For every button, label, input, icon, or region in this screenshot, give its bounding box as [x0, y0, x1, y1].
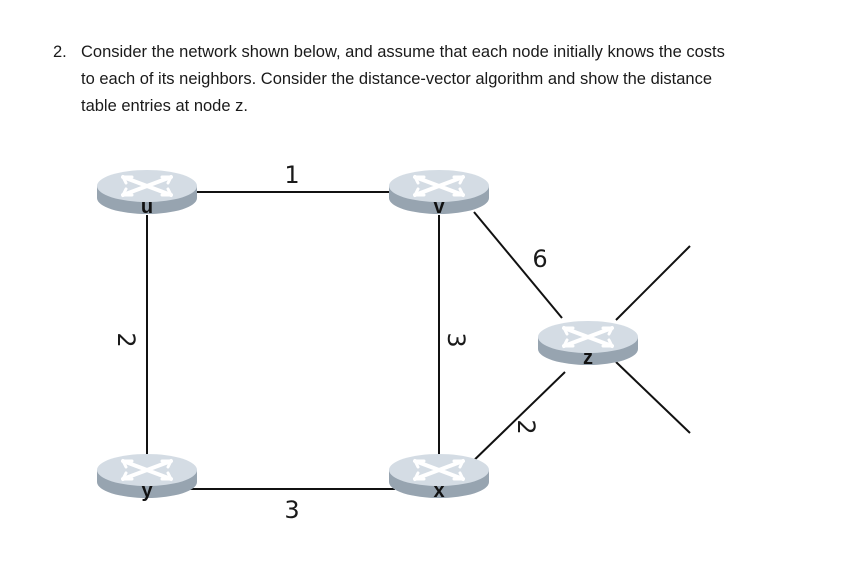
router-u: u: [95, 168, 199, 218]
question-number: 2.: [53, 43, 67, 61]
router-y: y: [95, 452, 199, 502]
question-line-1: Consider the network shown below, and as…: [81, 43, 725, 61]
cost-y-x: 3: [284, 496, 299, 524]
link-v-z: [473, 211, 563, 319]
cost-v-x: 3: [442, 332, 470, 347]
link-x-z: [465, 371, 566, 469]
node-label-x: x: [433, 480, 444, 502]
cost-u-y: 2: [112, 332, 140, 347]
cost-v-z: 6: [532, 245, 547, 273]
cost-x-z: 2: [512, 419, 540, 434]
cost-u-v: 1: [284, 161, 299, 189]
link-z-out-lower: [615, 361, 691, 434]
link-z-out-upper: [615, 245, 691, 321]
router-v: v: [387, 168, 491, 218]
node-label-v: v: [433, 196, 445, 218]
question-line-3: table entries at node z.: [81, 97, 248, 115]
node-label-z: z: [583, 347, 593, 369]
router-z: z: [536, 319, 640, 369]
node-label-y: y: [141, 480, 153, 502]
node-label-u: u: [141, 196, 153, 218]
question-line-2: to each of its neighbors. Consider the d…: [81, 70, 713, 88]
router-x: x: [387, 452, 491, 502]
question-body: Consider the network shown below, and as…: [81, 39, 725, 120]
